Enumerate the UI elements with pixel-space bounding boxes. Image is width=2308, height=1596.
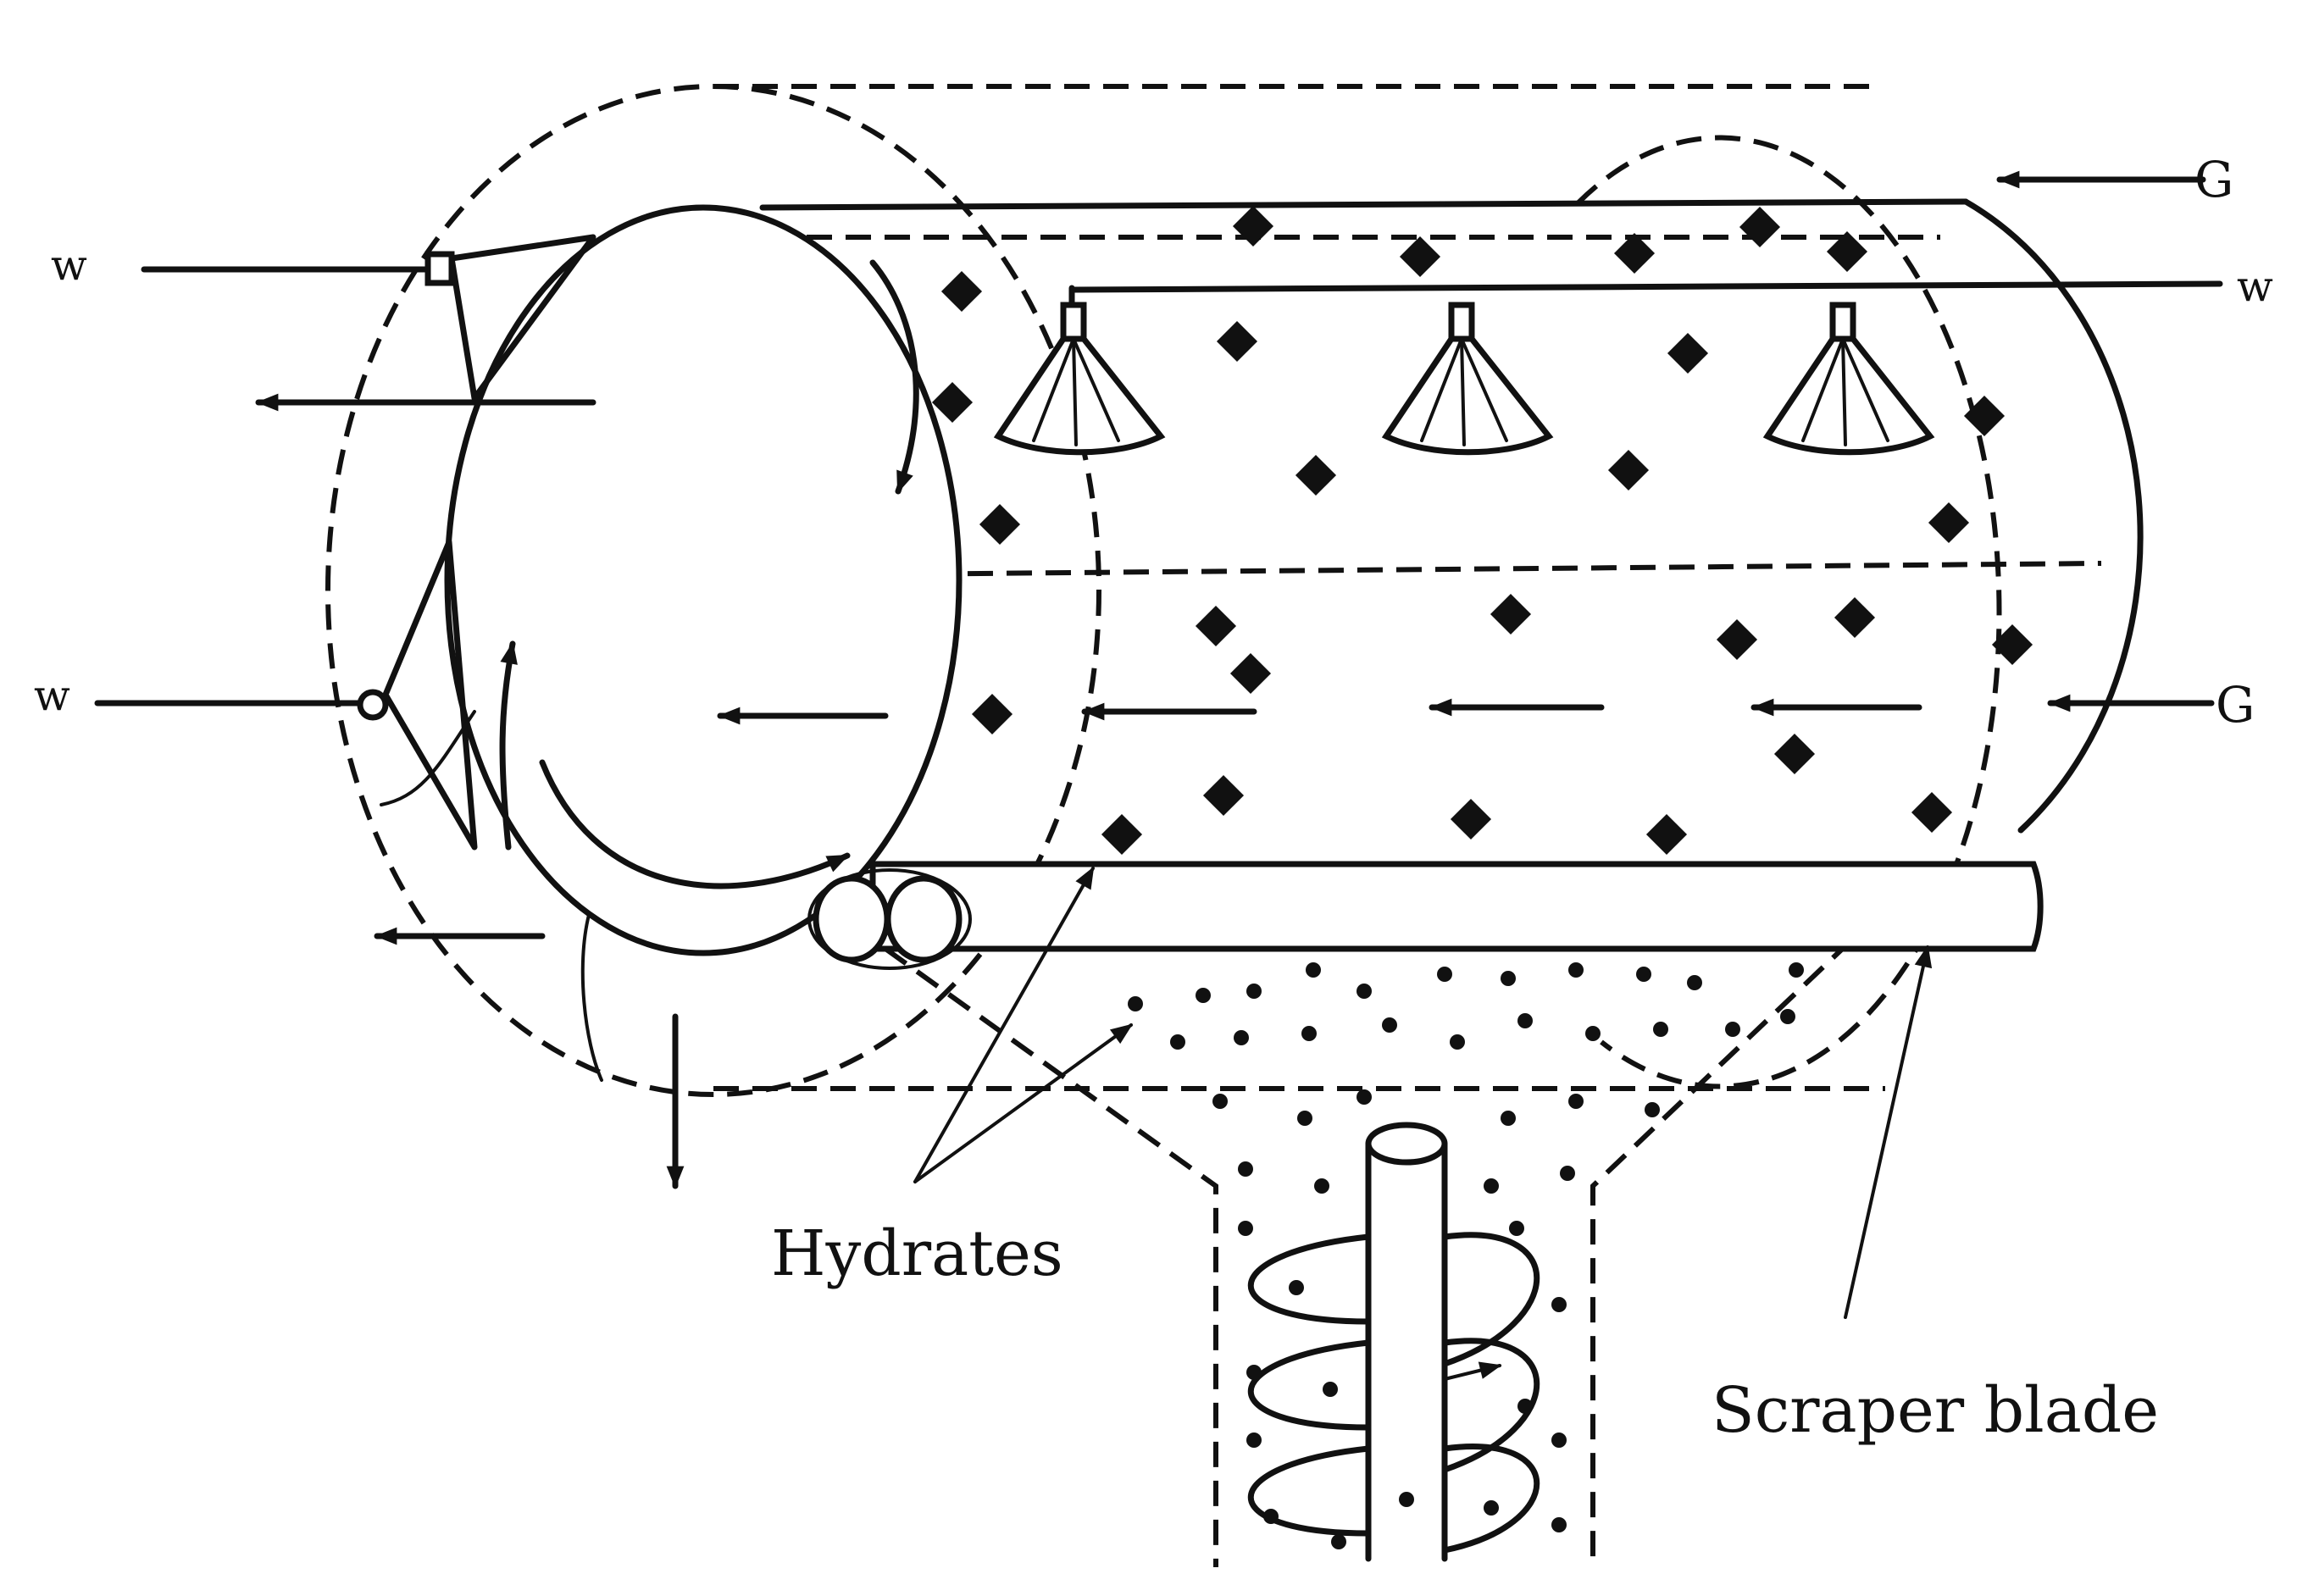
scraper-blade <box>807 861 2044 970</box>
water-inlet-pipes-left <box>94 234 596 851</box>
water-inlet-left-bottom-label: w <box>34 671 70 720</box>
spray-nozzle-2 <box>1381 302 1554 456</box>
hopper-and-screw-conveyor <box>884 938 1854 1567</box>
spray-nozzle-3 <box>1762 302 1935 456</box>
text-labels: Hydrates Scraper blade G G w w w <box>34 151 2273 1447</box>
gas-inlet-top-label: G <box>2194 151 2233 208</box>
hydrates-label: Hydrates <box>771 1217 1063 1290</box>
outer-housing <box>325 84 2002 1097</box>
water-spray-header <box>993 280 2223 456</box>
screw-shaft <box>1365 1122 1448 1562</box>
callout-arrows <box>913 866 1933 1319</box>
rotating-drum <box>444 198 2144 956</box>
hydrate-dots <box>1128 962 1804 1549</box>
flow-arrows <box>255 170 2215 1189</box>
screw-flights <box>1247 1232 1540 1554</box>
water-inlet-right-label: w <box>2237 262 2273 311</box>
scraper-blade-label: Scraper blade <box>1712 1374 2159 1447</box>
drum-end-face <box>444 204 963 956</box>
water-inlet-left-top-label: w <box>51 241 87 290</box>
spray-nozzle-1 <box>993 302 1166 456</box>
gas-inlet-bottom-label: G <box>2216 676 2255 734</box>
